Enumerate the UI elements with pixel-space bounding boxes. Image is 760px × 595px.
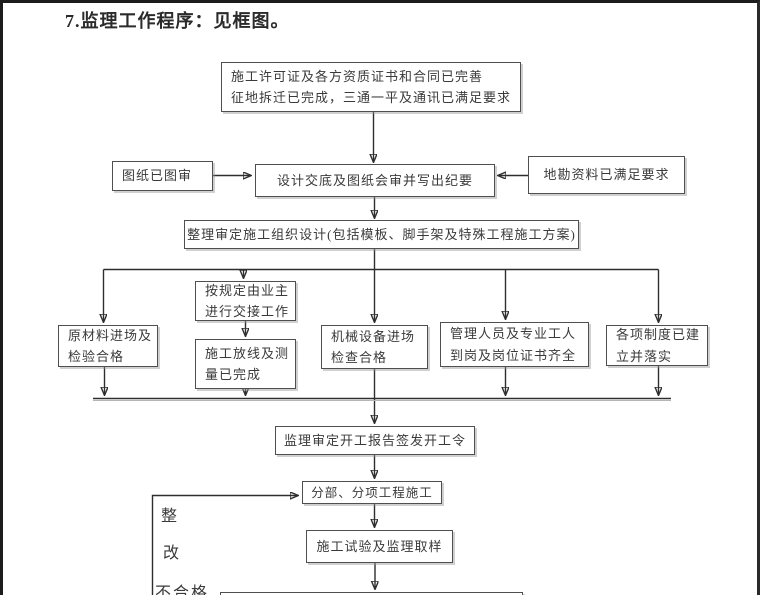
node-design-disclosure-label: 设计交底及图纸会审并写出纪要	[276, 172, 473, 188]
flowchart-connectors	[93, 111, 671, 595]
node-drawing-review: 图纸已图审	[112, 161, 213, 191]
node-geo-survey: 地勘资料已满足要求	[528, 156, 685, 194]
node-setting-out: 施工放线及测 量已完成	[195, 339, 296, 389]
node-systems: 各项制度已建 立并落实	[606, 325, 708, 366]
node-handover-label: 按规定由业主 进行交接工作	[205, 282, 290, 319]
node-permits-label: 施工许可证及各方资质证书和合同已完善 征地拆迁已完成，三通一平及通讯已满足要求	[231, 68, 512, 105]
node-personnel-label: 管理人员及专业工人 到岗及岗位证书齐全	[450, 326, 577, 363]
node-handover: 按规定由业主 进行交接工作	[195, 281, 296, 321]
loop-label-rectify-2: 改	[163, 545, 182, 562]
node-org-design-label: 整理审定施工组织设计(包括模板、脚手架及特殊工程施工方案)	[187, 226, 576, 242]
node-test-sampling: 施工试验及监理取样	[306, 530, 453, 563]
node-setting-out-label: 施工放线及测 量已完成	[205, 345, 290, 382]
rectify-loop-line	[151, 496, 298, 595]
node-bottom-partial	[220, 592, 523, 595]
node-geo-survey-label: 地勘资料已满足要求	[543, 167, 670, 183]
node-org-design: 整理审定施工组织设计(包括模板、脚手架及特殊工程施工方案)	[184, 220, 579, 249]
node-drawing-review-label: 图纸已图审	[122, 168, 193, 184]
node-personnel: 管理人员及专业工人 到岗及岗位证书齐全	[440, 322, 589, 367]
page-title: 7.监理工作程序：见框图。	[65, 11, 290, 31]
node-machinery: 机械设备进场 检查合格	[321, 325, 428, 369]
node-materials-label: 原材料进场及 检验合格	[68, 327, 153, 364]
node-machinery-label: 机械设备进场 检查合格	[331, 328, 416, 365]
node-start-order-label: 监理审定开工报告签发开工令	[283, 432, 466, 448]
node-materials: 原材料进场及 检验合格	[58, 325, 158, 367]
node-start-order: 监理审定开工报告签发开工令	[275, 426, 475, 455]
node-systems-label: 各项制度已建 立并落实	[616, 327, 701, 364]
node-sub-construction: 分部、分项工程施工	[302, 481, 442, 504]
node-design-disclosure: 设计交底及图纸会审并写出纪要	[255, 164, 495, 197]
node-test-sampling-label: 施工试验及监理取样	[316, 538, 443, 554]
loop-label-fail: 不合格	[155, 585, 210, 595]
loop-label-rectify-1: 整	[161, 508, 180, 525]
node-permits: 施工许可证及各方资质证书和合同已完善 征地拆迁已完成，三通一平及通讯已满足要求	[221, 62, 521, 112]
node-sub-construction-label: 分部、分项工程施工	[311, 485, 433, 500]
